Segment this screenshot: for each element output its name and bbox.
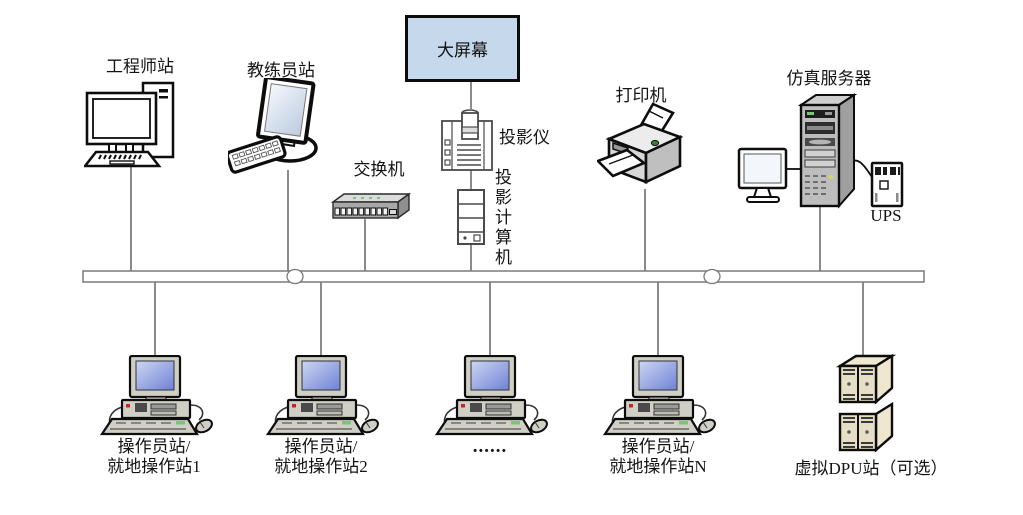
operator-station-1-label-line2: 就地操作站1	[107, 457, 201, 476]
network-bus-bar	[82, 270, 925, 283]
big-screen-label: 大屏幕	[437, 41, 488, 60]
operator-station-1-label: 操作员站/ 就地操作站1	[74, 437, 234, 477]
operator-station-more-label: ......	[472, 436, 508, 457]
operator-station-2-label: 操作员站/ 就地操作站2	[241, 437, 401, 477]
projector-icon	[441, 109, 493, 171]
switch-icon	[330, 192, 412, 220]
operator-station-2-icon	[266, 355, 379, 436]
printer-label: 打印机	[615, 86, 667, 105]
engineer-station-label: 工程师站	[106, 57, 174, 76]
operator-station-n-icon	[603, 355, 716, 436]
projection-computer-label: 投影计算机	[492, 168, 511, 268]
operator-station-1-icon	[100, 355, 213, 436]
printer-icon	[597, 102, 684, 185]
bus-node-right	[703, 268, 721, 285]
big-screen: 大屏幕	[405, 15, 520, 82]
instructor-station-label: 教练员站	[247, 61, 315, 80]
bus-node-left	[286, 268, 304, 285]
operator-station-2-label-line2: 就地操作站2	[274, 457, 368, 476]
operator-station-n-label: 操作员站/ 就地操作站N	[578, 437, 738, 477]
simulation-server-label: 仿真服务器	[786, 69, 872, 88]
projection-computer-icon	[457, 189, 485, 245]
instructor-station-icon	[228, 78, 318, 174]
virtual-dpu-station-label: 虚拟DPU站（可选）	[794, 459, 948, 478]
engineer-station-icon	[84, 81, 175, 168]
projector-label: 投影仪	[499, 128, 550, 147]
operator-station-more-icon	[435, 355, 548, 436]
operator-station-n-label-line2: 就地操作站N	[609, 457, 707, 476]
operator-station-n-label-line1: 操作员站/	[621, 437, 695, 456]
operator-station-2-label-line1: 操作员站/	[284, 437, 358, 456]
virtual-dpu-station-icon	[836, 354, 897, 453]
simulation-server-icon	[737, 93, 904, 209]
ups-label: UPS	[870, 206, 902, 225]
operator-station-1-label-line1: 操作员站/	[117, 437, 191, 456]
switch-label: 交换机	[353, 160, 405, 179]
